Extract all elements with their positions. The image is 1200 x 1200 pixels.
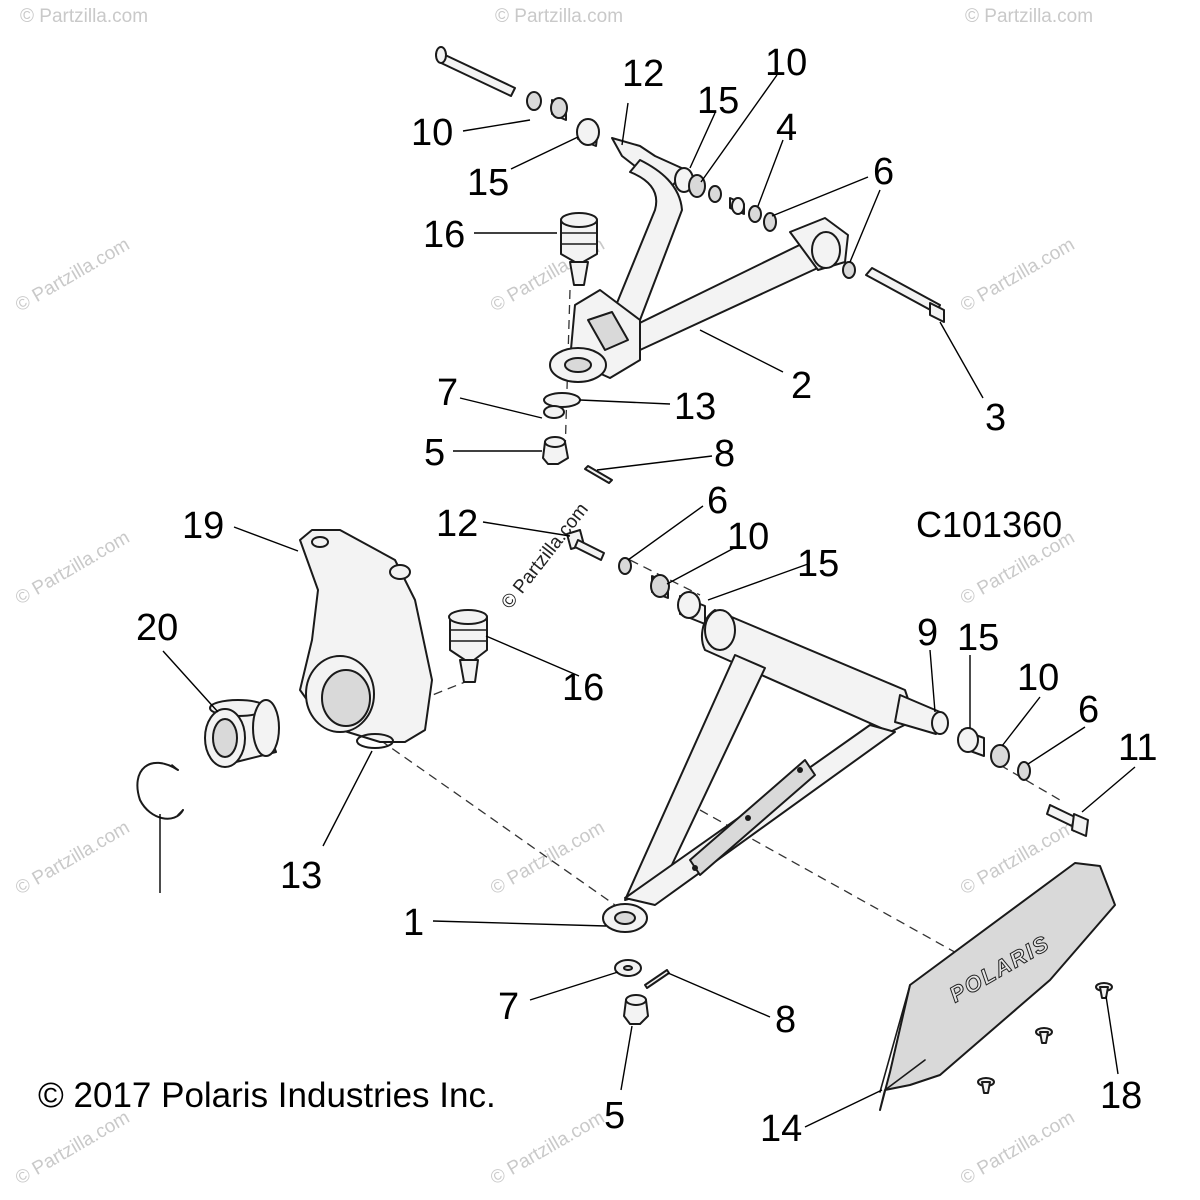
circlip xyxy=(136,761,184,820)
watermark: © Partzilla.com xyxy=(12,1107,133,1189)
lower-rear-bolt xyxy=(1046,804,1089,837)
callout-6: 6 xyxy=(1078,689,1099,731)
callout-12: 11 xyxy=(1118,727,1157,769)
callout-15: 15 xyxy=(797,543,839,585)
callout-12: 12 xyxy=(436,503,478,545)
washer-7-upper xyxy=(543,405,565,419)
copyright-notice: © 2017 Polaris Industries Inc. xyxy=(38,1076,496,1115)
callout-10: 10 xyxy=(727,516,769,558)
callout-13: 13 xyxy=(674,386,716,428)
washer-10-lower-rear xyxy=(990,744,1010,768)
callout-8: 8 xyxy=(714,433,735,475)
bushing-15-lower-front xyxy=(677,591,706,625)
callout-9: 9 xyxy=(917,612,938,654)
skid-plate-screw xyxy=(977,1077,995,1094)
washer-10-lower-front xyxy=(650,574,670,599)
callout-8: 8 xyxy=(775,999,796,1041)
upper-pivot-bolt xyxy=(435,46,516,97)
callout-14: 12 xyxy=(622,53,664,95)
castle-nut-upper xyxy=(542,436,569,465)
callout-6: 6 xyxy=(707,480,728,522)
assembly-line-knuckle xyxy=(379,739,616,906)
upper-a-arm-assembly xyxy=(435,46,945,484)
callout-7: 7 xyxy=(498,986,519,1028)
callout-4: 4 xyxy=(776,107,797,149)
cotter-pin-lower xyxy=(644,969,670,989)
callout-17: 18 xyxy=(1100,1075,1142,1117)
watermark: © Partzilla.com xyxy=(12,817,133,899)
callout-3: 3 xyxy=(985,397,1006,439)
skid-plate-assembly: POLARIS xyxy=(879,862,1116,1111)
watermark: © Partzilla.com xyxy=(487,1107,608,1189)
watermark: © Partzilla.com xyxy=(957,1107,1078,1189)
callout-1: 1 xyxy=(403,902,424,944)
lower-arm-rear-stub xyxy=(894,694,941,735)
callout-19: 20 xyxy=(136,607,178,649)
watermark-center: © Partzilla.com xyxy=(497,499,592,613)
sleeve-4 xyxy=(729,197,745,215)
bushing-15-lower-rear xyxy=(957,727,985,757)
washer-10-front xyxy=(526,91,542,111)
watermark: © Partzilla.com xyxy=(495,6,623,27)
callout-18: 19 xyxy=(182,505,224,547)
washer-6-lower-front xyxy=(618,557,632,575)
assembly-line-lower-rear xyxy=(999,764,1061,801)
washer-6-b xyxy=(763,212,777,232)
watermark: © Partzilla.com xyxy=(965,6,1093,27)
assembly-line-balljoint xyxy=(419,679,471,701)
washer-10-rear xyxy=(688,174,706,198)
leader-lines xyxy=(159,74,1136,1128)
wheel-bearing xyxy=(204,699,280,768)
skid-plate-screw xyxy=(1095,982,1113,999)
callout-11: 14 xyxy=(760,1108,802,1150)
upper-arm-front-leg xyxy=(609,159,683,321)
ball-joint-upper xyxy=(560,212,598,286)
callout-10: 10 xyxy=(1017,657,1059,699)
callout-15: 15 xyxy=(957,617,999,659)
snap-ring-upper xyxy=(543,392,581,408)
callout-15: 15 xyxy=(697,80,739,122)
washer-6-a xyxy=(748,205,762,223)
watermark: © Partzilla.com xyxy=(20,6,148,27)
skid-plate xyxy=(879,862,1116,1111)
callout-5: 5 xyxy=(604,1095,625,1137)
washer-6-c xyxy=(842,261,856,279)
ball-joint-lower xyxy=(448,609,488,683)
callout-labels: 12 10 15 15 10 4 6 16 2 3 7 13 5 8 12 6 … xyxy=(136,42,1157,1150)
skid-plate-screw xyxy=(1035,1027,1053,1044)
callout-13: 13 xyxy=(280,855,322,897)
cotter-pin-upper xyxy=(584,465,613,484)
watermark: © Partzilla.com xyxy=(12,234,133,316)
callout-2: 2 xyxy=(791,365,812,407)
snap-ring-lower xyxy=(356,733,394,749)
watermark: © Partzilla.com xyxy=(12,527,133,609)
callout-16: 16 xyxy=(562,667,604,709)
lower-a-arm-assembly xyxy=(566,529,1089,1025)
assembly-line-lower-front xyxy=(629,559,701,596)
callout-16: 16 xyxy=(423,214,465,256)
upper-rear-bolt xyxy=(865,267,945,323)
callout-10: 10 xyxy=(411,112,453,154)
castle-nut-lower xyxy=(623,994,649,1025)
washer-10-rear-b xyxy=(708,185,722,203)
bushing-15-front xyxy=(550,97,568,121)
lower-front-bolt xyxy=(566,529,605,561)
knuckle-assembly xyxy=(136,529,488,820)
callout-7: 7 xyxy=(437,372,458,414)
callout-6: 6 xyxy=(873,151,894,193)
callout-15: 15 xyxy=(467,162,509,204)
callout-10: 10 xyxy=(765,42,807,84)
bushing-15-front-sleeve xyxy=(576,118,600,147)
callout-5: 5 xyxy=(424,432,445,474)
washer-6-lower-rear xyxy=(1017,761,1031,781)
watermark: © Partzilla.com xyxy=(957,234,1078,316)
diagram-code: C101360 xyxy=(916,504,1062,545)
